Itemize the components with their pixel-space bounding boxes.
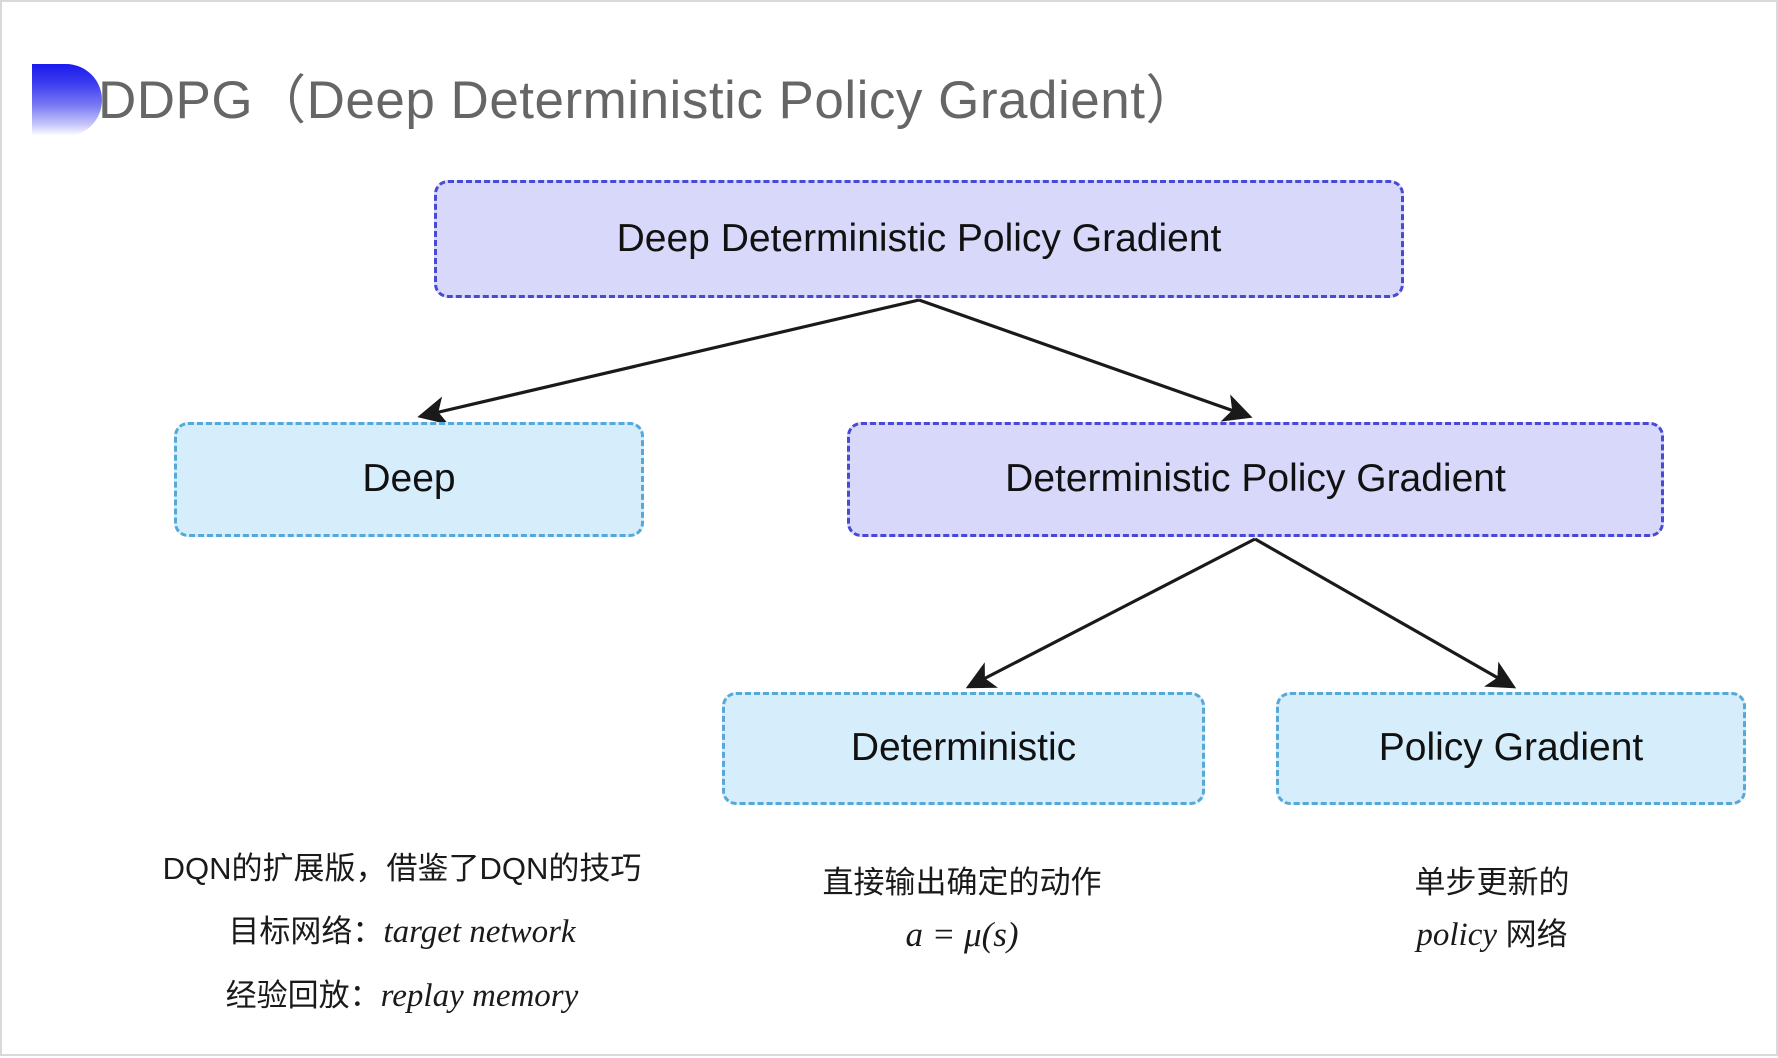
caption-deep-line-2: 目标网络：target network xyxy=(122,900,682,964)
caption-deep: DQN的扩展版，借鉴了DQN的技巧 目标网络：target network 经验… xyxy=(122,837,682,1028)
arrow-root-to-dpg xyxy=(918,298,1253,422)
caption-policy-gradient-term: policy xyxy=(1416,917,1497,953)
caption-deep-line-3: 经验回放：replay memory xyxy=(122,964,682,1028)
caption-deep-line-3-term: replay memory xyxy=(380,978,579,1014)
node-deterministic-policy-gradient[interactable]: Deterministic Policy Gradient xyxy=(847,422,1664,537)
node-label: Deterministic Policy Gradient xyxy=(1005,457,1506,501)
node-deep-deterministic-policy-gradient[interactable]: Deep Deterministic Policy Gradient xyxy=(434,180,1404,298)
node-deterministic[interactable]: Deterministic xyxy=(722,692,1205,805)
caption-deep-line-1: DQN的扩展版，借鉴了DQN的技巧 xyxy=(162,851,642,886)
arrow-dpg-to-deterministic xyxy=(965,537,1256,689)
node-label: Deep xyxy=(362,457,456,501)
caption-policy-gradient-line-2: policy 网络 xyxy=(1292,909,1692,961)
node-policy-gradient[interactable]: Policy Gradient xyxy=(1276,692,1746,805)
node-label: Deep Deterministic Policy Gradient xyxy=(616,216,1222,260)
node-label: Policy Gradient xyxy=(1378,726,1644,770)
caption-deep-line-2-term: target network xyxy=(383,914,576,950)
caption-deep-line-3-label: 经验回放： xyxy=(225,978,381,1013)
node-label: Deterministic xyxy=(850,726,1077,770)
caption-deterministic: 直接输出确定的动作 a = μ(s) xyxy=(762,857,1162,961)
node-deep[interactable]: Deep xyxy=(174,422,644,537)
caption-deterministic-formula: a = μ(s) xyxy=(905,915,1019,954)
half-circle-gradient-icon xyxy=(32,64,102,136)
caption-deep-line-2-label: 目标网络： xyxy=(228,914,384,949)
caption-policy-gradient-suffix: 网络 xyxy=(1497,917,1568,952)
page-title: DDPG（Deep Deterministic Policy Gradient） xyxy=(98,71,1199,130)
arrow-dpg-to-policy-gradient xyxy=(1254,537,1517,689)
caption-deterministic-line-1: 直接输出确定的动作 xyxy=(822,865,1102,900)
caption-policy-gradient-line-1: 单步更新的 xyxy=(1414,865,1570,900)
arrow-root-to-deep xyxy=(417,298,920,425)
caption-policy-gradient: 单步更新的 policy 网络 xyxy=(1292,857,1692,961)
